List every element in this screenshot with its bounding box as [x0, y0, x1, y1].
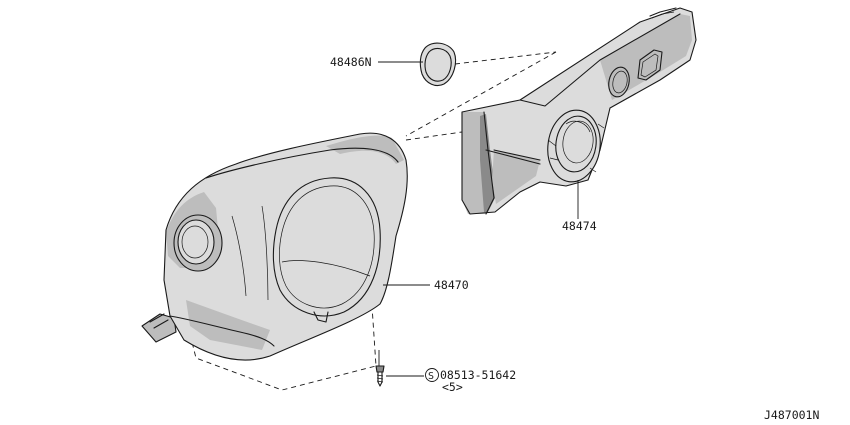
screw-symbol-circle: [425, 368, 439, 382]
ring-part-number: 48486N: [330, 55, 372, 69]
screw-symbol: S: [428, 371, 434, 382]
lower-cover-part-number: 48470: [434, 278, 469, 292]
screw-quantity: <5>: [442, 380, 463, 394]
upper-cover-part-number: 48474: [562, 219, 597, 233]
screw-part-number: 08513-51642: [440, 368, 516, 382]
ring-part: [419, 42, 457, 87]
diagram-id: J487001N: [764, 408, 819, 422]
upper-column-cover: [461, 7, 697, 215]
phantom-lines: [405, 51, 557, 141]
lower-column-cover: [141, 132, 408, 391]
screw-part: [375, 350, 385, 387]
